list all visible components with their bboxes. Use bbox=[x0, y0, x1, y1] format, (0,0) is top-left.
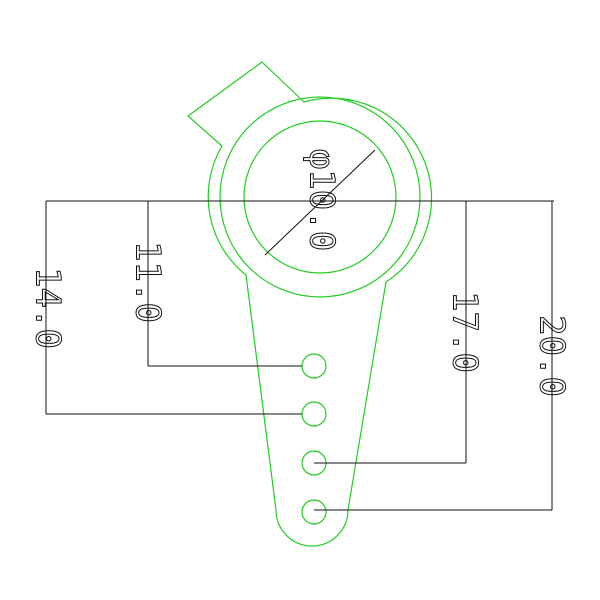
dim-17-label: 17.0 bbox=[445, 291, 485, 373]
diameter-leader bbox=[264, 149, 376, 256]
dimension-annotations: φ10.0 14.0 11.0 17.0 20.0 bbox=[27, 148, 572, 511]
dim-20-label: 20.0 bbox=[532, 315, 572, 397]
dim-11-label: 11.0 bbox=[128, 241, 168, 323]
dim-14-label: 14.0 bbox=[28, 267, 68, 349]
hub-bore-circle bbox=[243, 120, 397, 274]
hub-outer-circle bbox=[219, 96, 421, 298]
arm-hole-4 bbox=[301, 499, 327, 525]
horn-outline bbox=[187, 61, 433, 547]
arm-hole-2 bbox=[301, 401, 327, 427]
diameter-label: φ10.0 bbox=[302, 149, 342, 251]
arm-hole-1 bbox=[301, 353, 327, 379]
servo-horn-part bbox=[187, 61, 433, 547]
